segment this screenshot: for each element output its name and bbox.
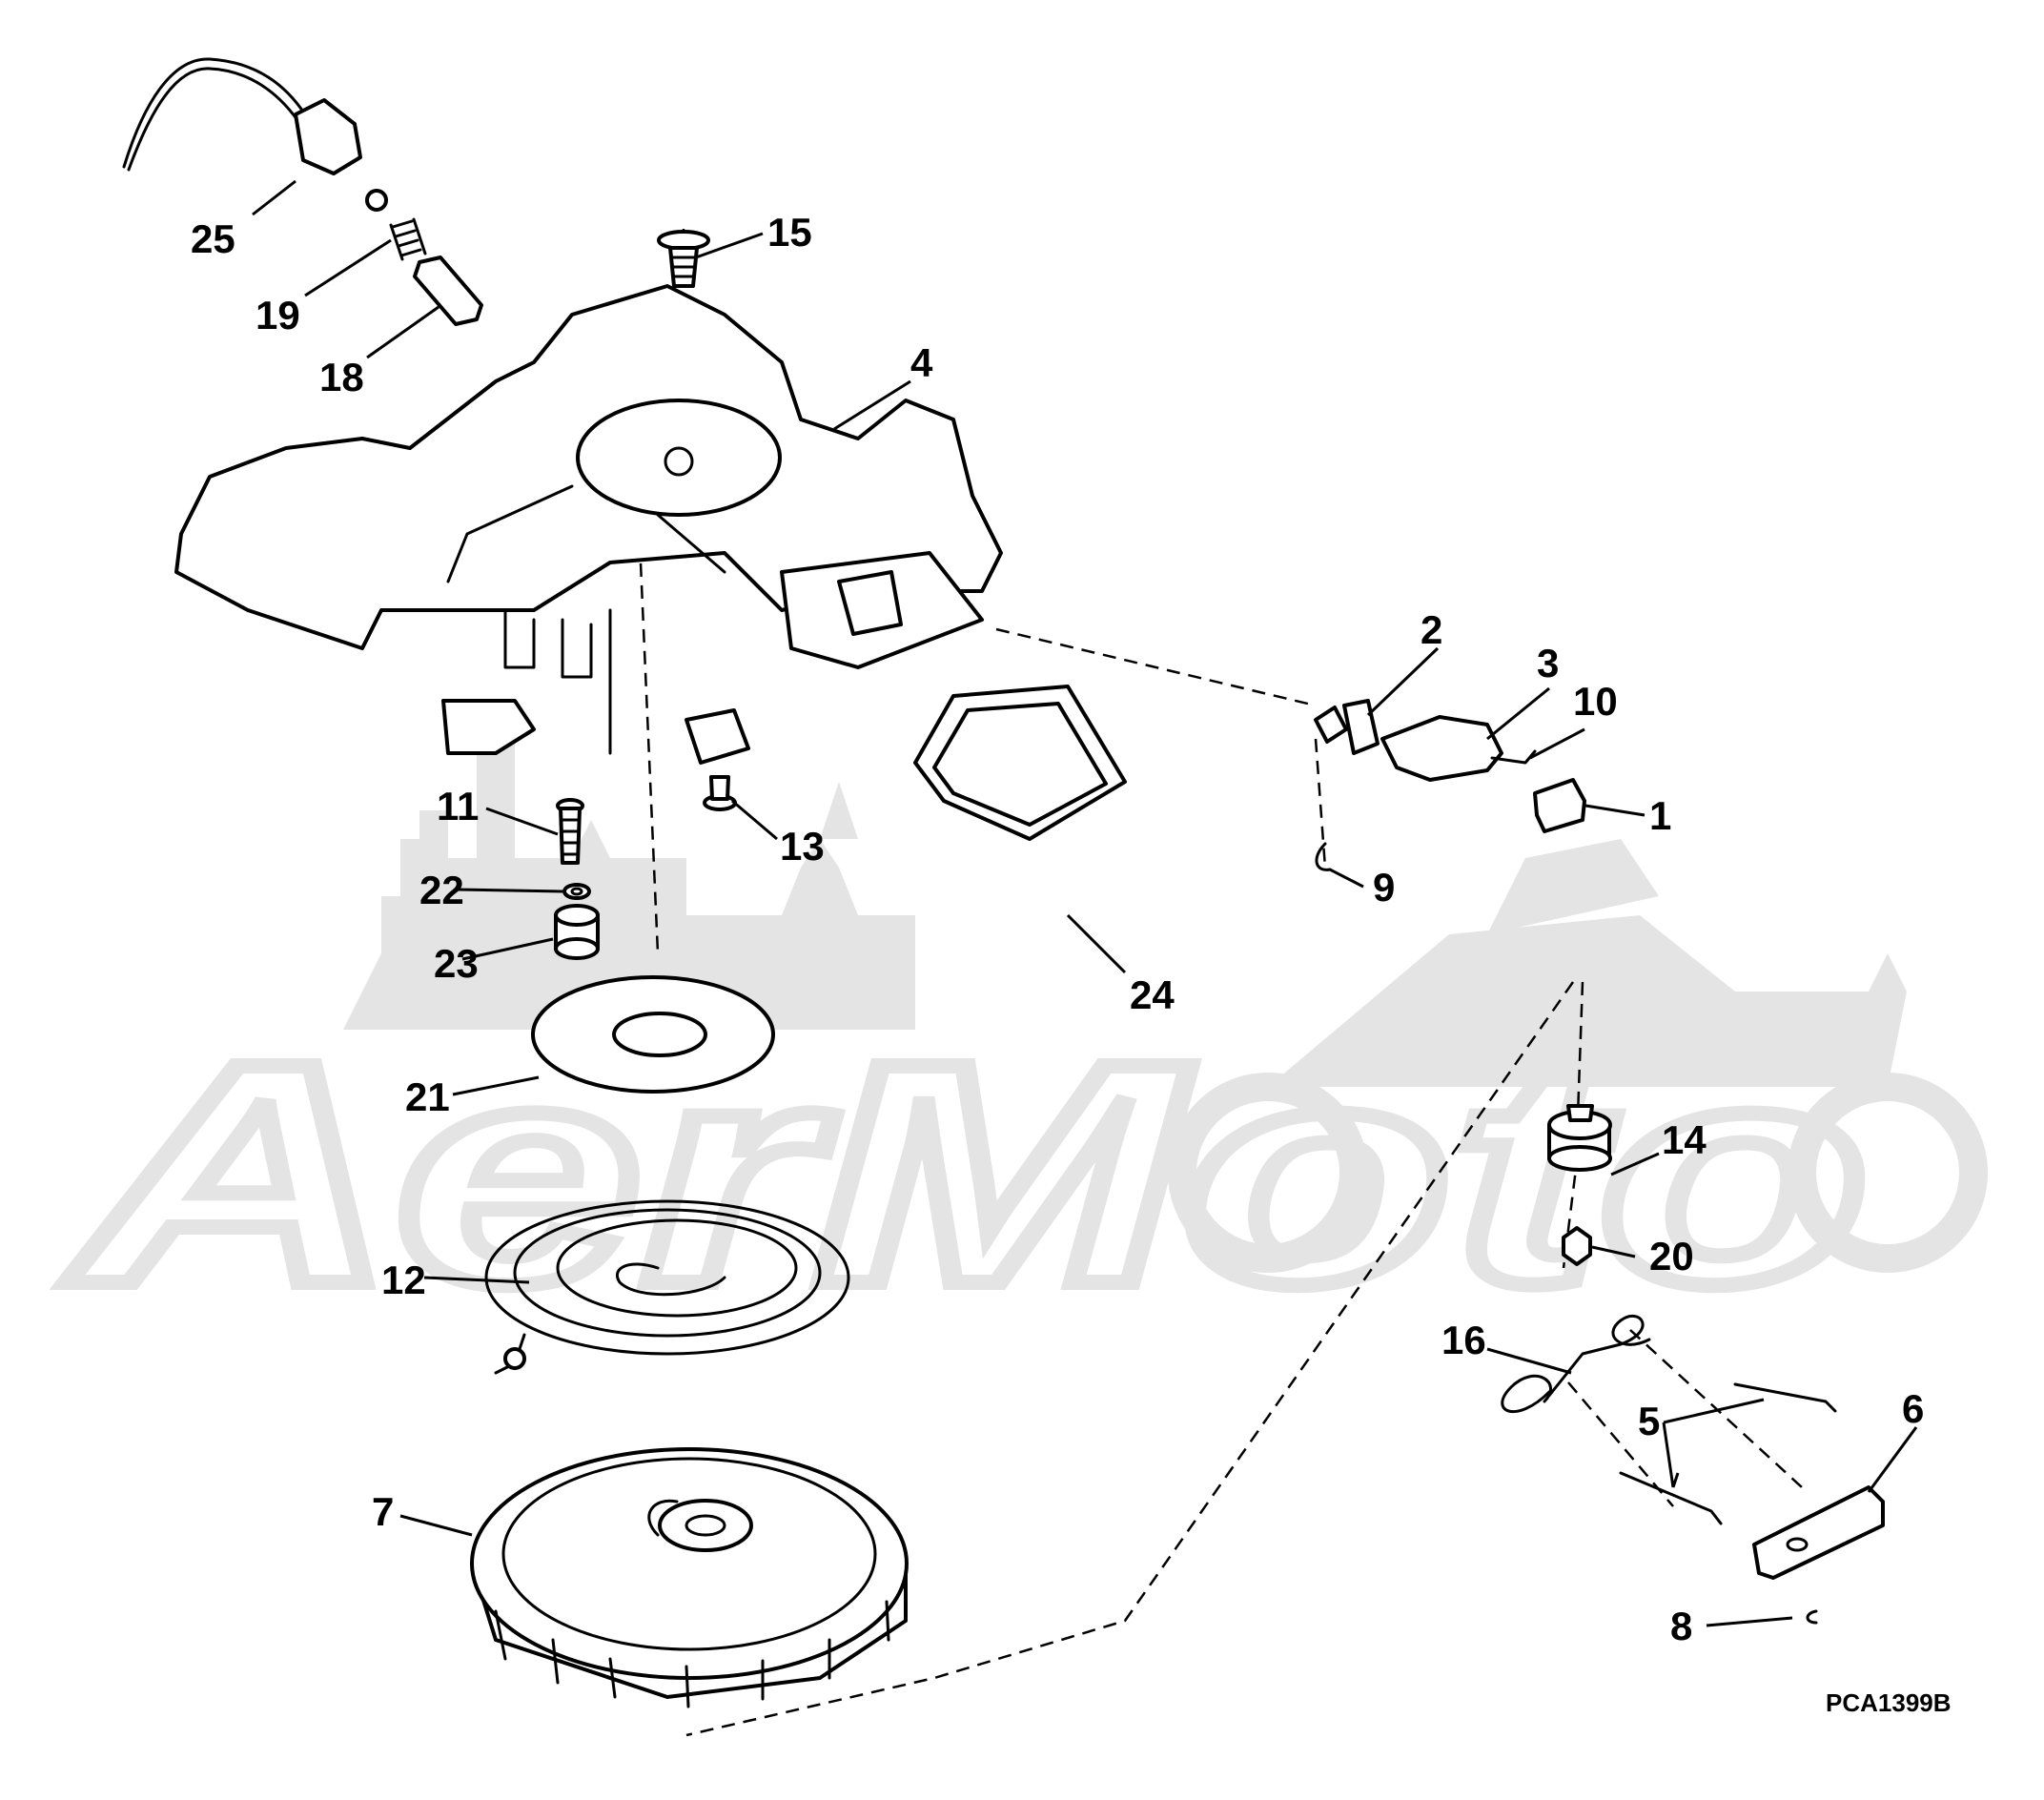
callout-8: 8	[1670, 1604, 1692, 1648]
adjusting-screw	[556, 798, 584, 865]
plunger	[413, 256, 483, 326]
nut	[1562, 1226, 1592, 1266]
callout-19: 19	[256, 293, 300, 338]
callout-16: 16	[1441, 1318, 1486, 1362]
callout-24: 24	[1130, 972, 1175, 1017]
handle-insert	[1533, 778, 1586, 833]
pawl-springs	[1619, 1382, 1837, 1525]
callout-25: 25	[191, 216, 235, 261]
rewind-pulley	[470, 1447, 909, 1708]
callout-10: 10	[1573, 679, 1618, 724]
rope-end	[1490, 749, 1537, 765]
callout-23: 23	[434, 941, 479, 986]
watermark: AerMoto	[55, 706, 1988, 1357]
callout-11: 11	[437, 784, 479, 828]
callout-21: 21	[405, 1074, 450, 1119]
callout-7: 7	[372, 1489, 394, 1534]
callout-numbers: 1 2 3 4 5 6 7 8 9 10 11 12 13 14 15 16 1…	[191, 210, 1924, 1648]
callout-13: 13	[780, 824, 825, 869]
callout-22: 22	[419, 868, 464, 912]
callout-18: 18	[319, 355, 364, 399]
callout-5: 5	[1638, 1399, 1660, 1443]
bushing	[554, 904, 600, 960]
pawl	[1752, 1485, 1885, 1580]
choke-cable	[122, 57, 388, 212]
rope-anchor	[1314, 699, 1380, 755]
washer	[562, 883, 591, 900]
starter-handle	[1380, 715, 1503, 782]
spindle-cap	[1547, 1104, 1612, 1172]
center-screw	[657, 230, 710, 288]
callout-9: 9	[1373, 865, 1395, 910]
rewind-spring	[484, 1199, 850, 1375]
housing-screw	[703, 775, 737, 811]
callout-12: 12	[381, 1258, 426, 1302]
plunger-spring	[389, 217, 427, 261]
callout-15: 15	[767, 210, 812, 255]
callout-3: 3	[1537, 641, 1559, 685]
diagram-code: PCA1399B	[1826, 1688, 1952, 1717]
pawl-spring	[1501, 1314, 1651, 1413]
callout-6: 6	[1902, 1386, 1924, 1431]
handle-seal	[913, 685, 1127, 841]
callout-1: 1	[1649, 793, 1671, 838]
callout-20: 20	[1649, 1234, 1694, 1278]
starter-housing	[174, 284, 1003, 765]
callout-2: 2	[1421, 607, 1442, 652]
callout-4: 4	[910, 340, 933, 385]
retainer-clip	[1315, 842, 1332, 871]
leader-lines	[252, 179, 1918, 1627]
watermark-text: AerMoto	[63, 997, 1869, 1349]
e-clip	[1806, 1609, 1818, 1625]
callout-14: 14	[1662, 1117, 1707, 1162]
spring-plate	[531, 975, 775, 1094]
